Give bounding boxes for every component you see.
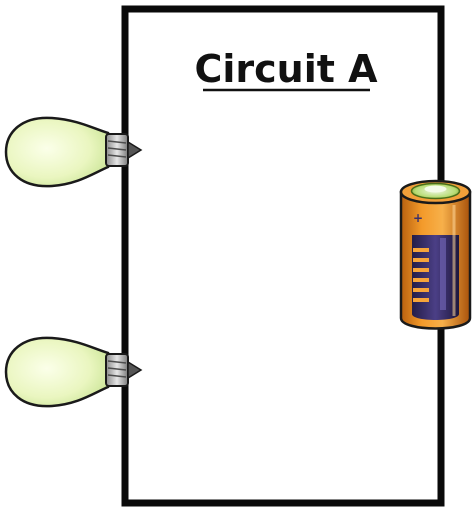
bulb-top-icon [4,116,143,188]
diagram-title: Circuit A [194,47,378,91]
bulb-bottom-icon [4,336,143,408]
battery-plus-mark: + [413,211,423,225]
battery-icon: + [399,179,472,330]
